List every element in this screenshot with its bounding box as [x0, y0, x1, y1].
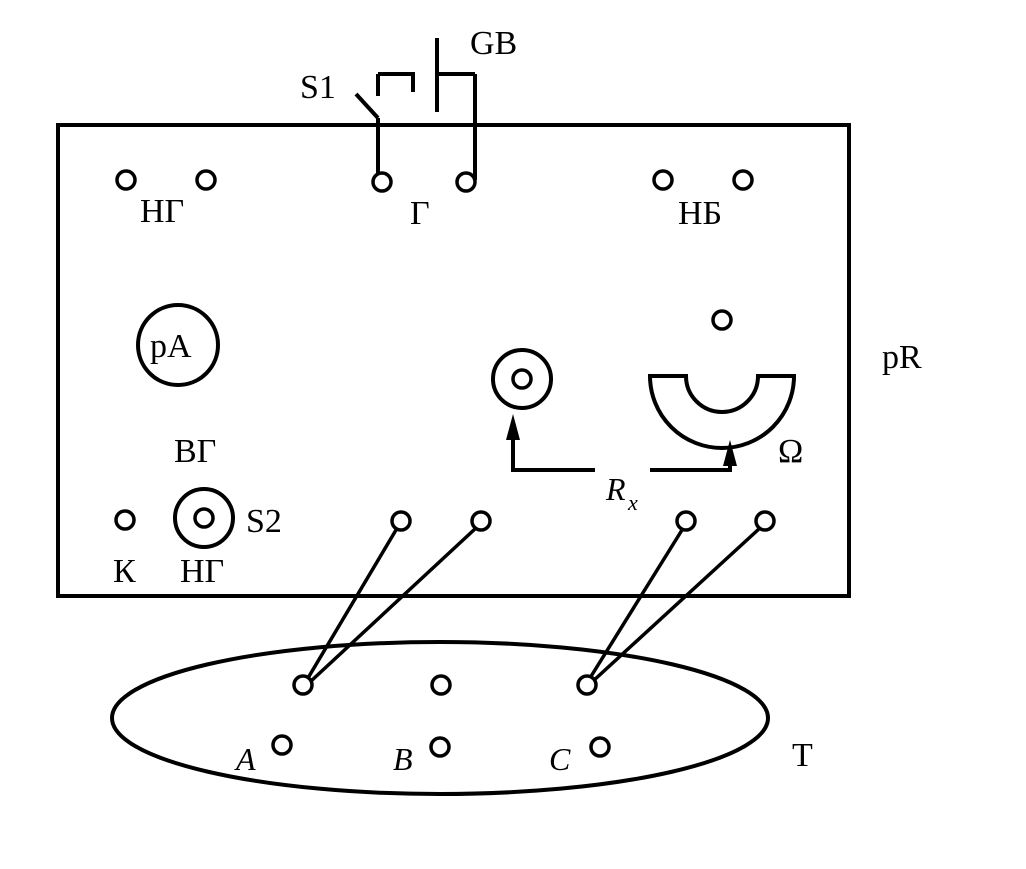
transformer-terminal-c: [589, 736, 611, 758]
terminal-bottom-3: [675, 510, 697, 532]
terminal-g-right: [455, 171, 477, 193]
rx-knob: [491, 348, 553, 410]
transformer-terminal-b-top: [430, 674, 452, 696]
ohm-scale: [647, 374, 797, 450]
ng-bottom-label: НГ: [180, 553, 224, 590]
switch-s2-knob: [173, 487, 235, 549]
connection-wires: [306, 526, 762, 684]
rx-label-subscript: x: [627, 490, 638, 515]
terminal-bottom-2: [470, 510, 492, 532]
ohm-index-dot: [711, 309, 733, 331]
switch-s1: [354, 74, 380, 180]
vg-label: ВГ: [174, 433, 216, 470]
s1-label: S1: [300, 69, 336, 106]
transformer-terminal-c-top: [576, 674, 598, 696]
nb-label: НБ: [678, 195, 722, 232]
terminal-ng-top-right: [195, 169, 217, 191]
gb-label: GB: [470, 25, 517, 62]
a-label: A: [234, 741, 256, 777]
terminal-bottom-4: [754, 510, 776, 532]
rx-knob-center: [511, 368, 533, 390]
galvanometer-pa: [136, 303, 220, 387]
transformer-terminal-a: [271, 734, 293, 756]
terminal-nb-right: [732, 169, 754, 191]
rx-arrow-right-head: [723, 440, 737, 466]
transformer-terminal-b: [429, 736, 451, 758]
t-label: Т: [792, 737, 813, 774]
c-label: C: [549, 741, 571, 777]
ng-top-label: НГ: [140, 193, 184, 230]
g-label: Г: [410, 195, 430, 232]
pr-label: pR: [882, 339, 922, 376]
k-label: К: [113, 553, 136, 590]
omega-label: Ω: [778, 433, 803, 470]
s2-label: S2: [246, 503, 282, 540]
switch-s2-center: [193, 507, 215, 529]
terminal-k: [114, 509, 136, 531]
terminal-g-left: [371, 171, 393, 193]
b-label: B: [393, 741, 413, 777]
pa-label: pA: [150, 328, 192, 365]
rx-arrows: [506, 414, 737, 472]
transformer-t: [110, 640, 770, 796]
battery-gb: [378, 38, 477, 180]
terminal-nb-left: [652, 169, 674, 191]
instrument-panel: [56, 123, 851, 598]
rx-arrow-left-head: [506, 414, 520, 440]
rx-label: R: [605, 471, 626, 507]
terminal-bottom-1: [390, 510, 412, 532]
transformer-terminal-a-top: [292, 674, 314, 696]
terminal-ng-top-left: [115, 169, 137, 191]
